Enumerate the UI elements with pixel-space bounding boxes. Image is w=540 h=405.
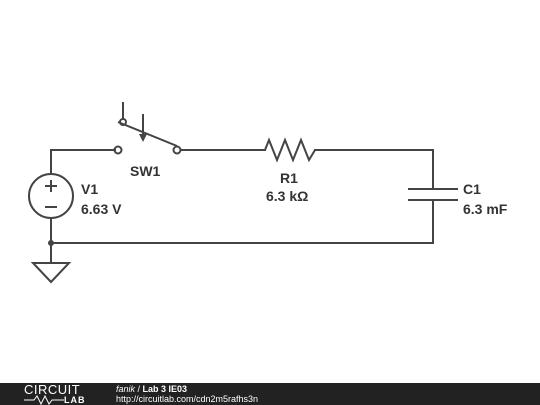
switch-sw1: SW1 [113,102,182,179]
logo-text-top: CIRCUIT [24,382,81,397]
logo-resistor-icon [24,395,64,405]
switch-label: SW1 [130,163,161,179]
resistor-r1: R1 6.3 kΩ [264,137,316,204]
logo-text-bottom: LAB [64,395,86,405]
switch-blade [117,121,178,147]
footer-circuit-title[interactable]: Lab 3 IE03 [142,384,188,394]
wires [50,149,434,264]
footer-title-line: fanik / Lab 3 IE03 [116,384,187,394]
circuitlab-logo: CIRCUIT LAB [24,383,94,405]
resistor-name-label: R1 [280,170,298,186]
switch-terminal-left [113,145,123,155]
switch-arrow-head [139,134,147,142]
footer-separator: / [135,384,143,394]
ground-triangle [30,262,72,284]
footer-bar: CIRCUIT LAB fanik / Lab 3 IE03 http://ci… [0,383,540,405]
resistor-zigzag [264,137,316,163]
source-name-label: V1 [81,181,98,197]
schematic-canvas: SW1 R1 6.3 kΩ C1 6.3 mF V1 6.63 V [28,102,508,284]
footer-author[interactable]: fanik [116,384,136,394]
voltage-source-v1: V1 6.63 V [28,173,122,219]
footer-url[interactable]: http://circuitlab.com/cdn2m5rafhs3n [116,394,259,404]
source-value-label: 6.63 V [81,201,122,217]
switch-terminal-right [172,145,182,155]
resistor-value-label: 6.3 kΩ [266,188,308,204]
capacitor-value-label: 6.3 mF [463,201,508,217]
capacitor-name-label: C1 [463,181,481,197]
capacitor-c1: C1 6.3 mF [408,181,508,217]
source-body [28,173,74,219]
ground-icon [30,243,72,284]
